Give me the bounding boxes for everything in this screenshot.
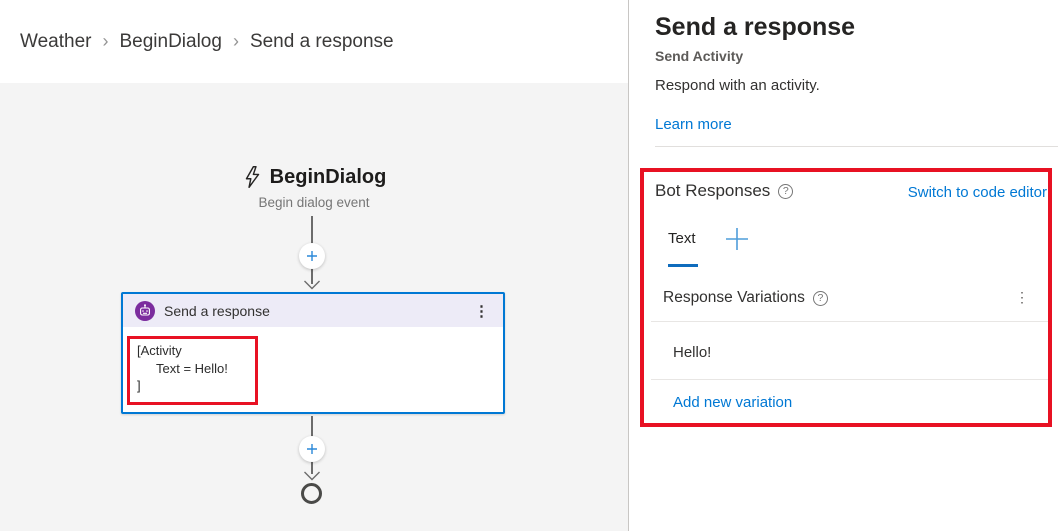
- send-response-node[interactable]: Send a response ⋮ [Activity Text = Hello…: [121, 292, 505, 414]
- add-action-button-bottom[interactable]: [299, 436, 325, 462]
- breadcrumb: Weather › BeginDialog › Send a response: [0, 0, 628, 83]
- panel-section-divider: [655, 146, 1058, 147]
- node-body: [Activity Text = Hello! ]: [123, 327, 503, 412]
- help-icon[interactable]: [812, 290, 828, 306]
- breadcrumb-separator: ›: [102, 30, 109, 51]
- response-variations-heading-label: Response Variations: [663, 289, 805, 306]
- learn-more-link[interactable]: Learn more: [655, 116, 732, 133]
- properties-panel: Send a response Send Activity Respond wi…: [629, 0, 1063, 531]
- send-response-node-header: Send a response ⋮: [123, 294, 503, 327]
- help-icon[interactable]: [778, 183, 794, 199]
- bot-responses-heading-label: Bot Responses: [655, 181, 771, 200]
- arrow-down-icon: [304, 471, 320, 481]
- breadcrumb-item-begindialog[interactable]: BeginDialog: [119, 30, 222, 52]
- lg-template-line: ]: [137, 378, 141, 393]
- node-more-options-icon[interactable]: ⋮: [474, 302, 489, 320]
- variation-item[interactable]: Hello!: [673, 344, 712, 361]
- arrow-down-icon: [304, 280, 320, 290]
- annotation-red-box-panel: [640, 168, 1052, 427]
- list-divider: [651, 321, 1048, 322]
- flow-end-terminator: [301, 483, 322, 504]
- bot-responses-heading: Bot Responses: [655, 181, 794, 201]
- trigger-subtitle: Begin dialog event: [258, 195, 370, 210]
- breadcrumb-item-send-a-response[interactable]: Send a response: [249, 30, 394, 52]
- trigger-title: BeginDialog: [269, 165, 387, 188]
- lightning-icon: [245, 165, 259, 189]
- flow-canvas[interactable]: BeginDialog Begin dialog event: [0, 83, 628, 531]
- tab-text[interactable]: Text: [668, 230, 696, 247]
- node-title: Send a response: [164, 302, 270, 319]
- lg-template-line: [Activity: [137, 343, 182, 358]
- lg-template-line: Text = Hello!: [156, 360, 228, 376]
- response-variations-more-options-icon[interactable]: ⋮: [1015, 289, 1029, 305]
- list-divider: [651, 379, 1048, 380]
- breadcrumb-separator: ›: [232, 30, 239, 51]
- panel-title: Send a response: [655, 13, 856, 41]
- breadcrumb-item-weather[interactable]: Weather: [20, 30, 92, 52]
- add-tab-button[interactable]: [724, 226, 750, 252]
- plus-icon: [307, 251, 317, 261]
- panel-description: Respond with an activity.: [655, 77, 820, 94]
- bot-icon: [135, 300, 155, 321]
- plus-icon: [307, 444, 317, 454]
- annotation-red-box-node: [Activity Text = Hello! ]: [127, 336, 258, 405]
- switch-to-code-editor-link[interactable]: Switch to code editor: [907, 184, 1047, 201]
- panel-divider: [628, 0, 629, 531]
- add-new-variation-link[interactable]: Add new variation: [673, 394, 793, 411]
- add-action-button-top[interactable]: [299, 243, 325, 269]
- response-variations-heading: Response Variations: [663, 289, 828, 307]
- active-tab-underline: [668, 264, 698, 267]
- trigger-node-header[interactable]: BeginDialog: [0, 165, 628, 189]
- panel-subtitle: Send Activity: [655, 48, 744, 64]
